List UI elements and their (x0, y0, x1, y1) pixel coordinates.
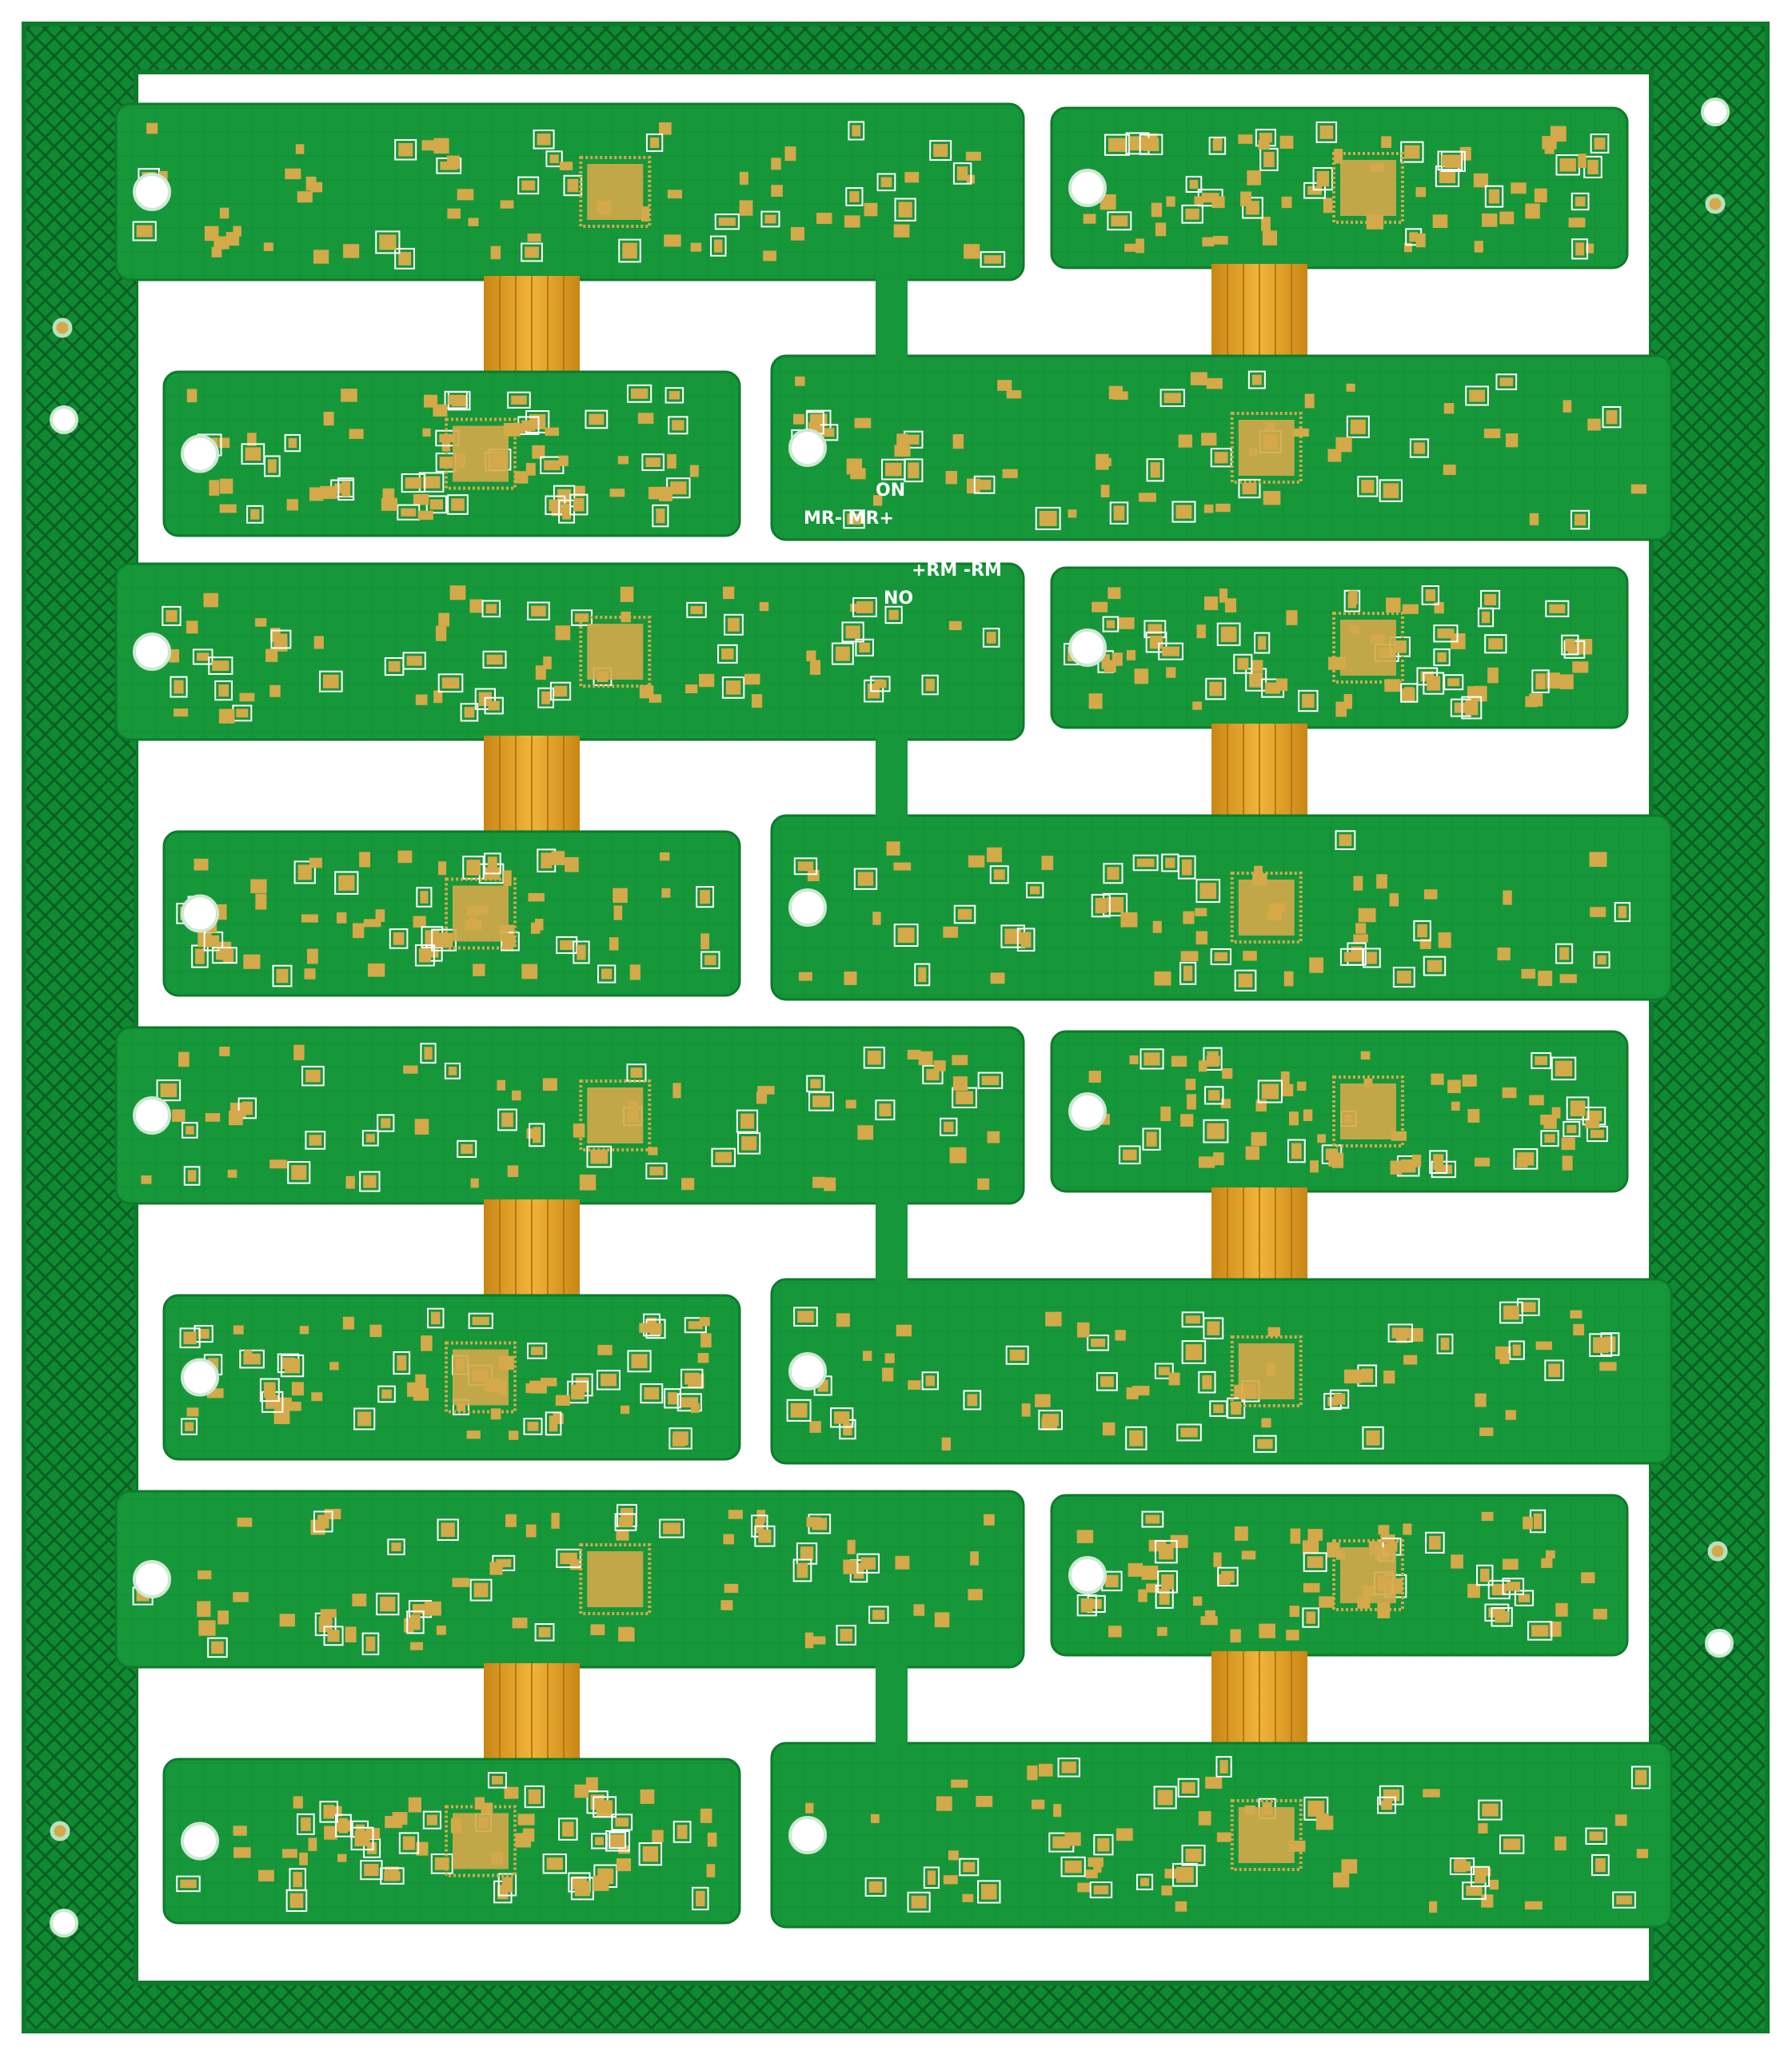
pcb-board (1050, 1494, 1629, 1657)
pcb-board (114, 562, 1025, 741)
breakaway-tab (876, 1199, 908, 1283)
pcb-board (162, 1294, 741, 1461)
pcb-board (770, 1742, 1673, 1929)
mounting-hole-icon (788, 1352, 827, 1391)
pcb-board (162, 830, 741, 997)
label-rm: +RM -RM (912, 561, 1002, 581)
label-mr: MR- MR+ (804, 509, 894, 529)
mounting-hole-icon (1068, 628, 1107, 667)
mounting-hole-icon (1068, 169, 1107, 207)
pcb-board (114, 1026, 1025, 1205)
mounting-hole-icon (1068, 1556, 1107, 1594)
mounting-hole-icon (788, 888, 827, 927)
label-no: NO (884, 589, 913, 609)
board-array (114, 102, 1673, 1929)
chip-icon (1340, 620, 1396, 676)
chip-icon (587, 1087, 644, 1143)
breakaway-tab (876, 1663, 908, 1747)
mounting-hole-icon (788, 429, 827, 467)
mounting-hole-icon (133, 632, 171, 671)
chip-icon (587, 1551, 644, 1607)
mounting-hole-icon (788, 1816, 827, 1854)
chip-icon (1238, 1343, 1295, 1399)
mounting-hole-icon (133, 1096, 171, 1135)
chip-icon (1238, 1807, 1295, 1863)
mounting-hole-icon (181, 434, 219, 473)
chip-icon (453, 885, 509, 942)
chip-icon (587, 164, 644, 220)
panel-frame (22, 22, 1770, 2033)
mounting-hole-icon (133, 1560, 171, 1598)
fiducial-icon (50, 194, 1728, 1842)
chip-icon (1340, 1547, 1396, 1603)
pcb-board (114, 102, 1025, 281)
pcb-board (1050, 566, 1629, 729)
pcb-board (1050, 106, 1629, 269)
pcb-board (770, 354, 1673, 541)
chip-icon (453, 1813, 509, 1869)
breakaway-tab (876, 736, 908, 820)
pcb-board (114, 1490, 1025, 1669)
chip-icon (1340, 1083, 1396, 1139)
chip-icon (1238, 420, 1295, 476)
mounting-hole-icon (133, 173, 171, 211)
mounting-hole-icon (181, 1358, 219, 1397)
chip-icon (453, 425, 509, 482)
mounting-hole-icon (181, 1822, 219, 1861)
pcb-board (162, 1758, 741, 1925)
mounting-hole-icon (181, 894, 219, 933)
silkscreen-labels: ON MR- MR+ NO +RM -RM (804, 481, 1002, 609)
label-on: ON (876, 481, 905, 501)
chip-icon (587, 624, 644, 680)
chip-icon (1238, 880, 1295, 936)
mounting-hole-icon (1068, 1092, 1107, 1131)
mounting-hole-icon (50, 98, 1734, 1937)
pcb-board (770, 814, 1673, 1001)
pcb-board (770, 1278, 1673, 1465)
pcb-board (1050, 1030, 1629, 1193)
chip-icon (1340, 160, 1396, 216)
breakaway-tab (876, 276, 908, 360)
pcb-board (162, 370, 741, 537)
chip-icon (453, 1349, 509, 1406)
